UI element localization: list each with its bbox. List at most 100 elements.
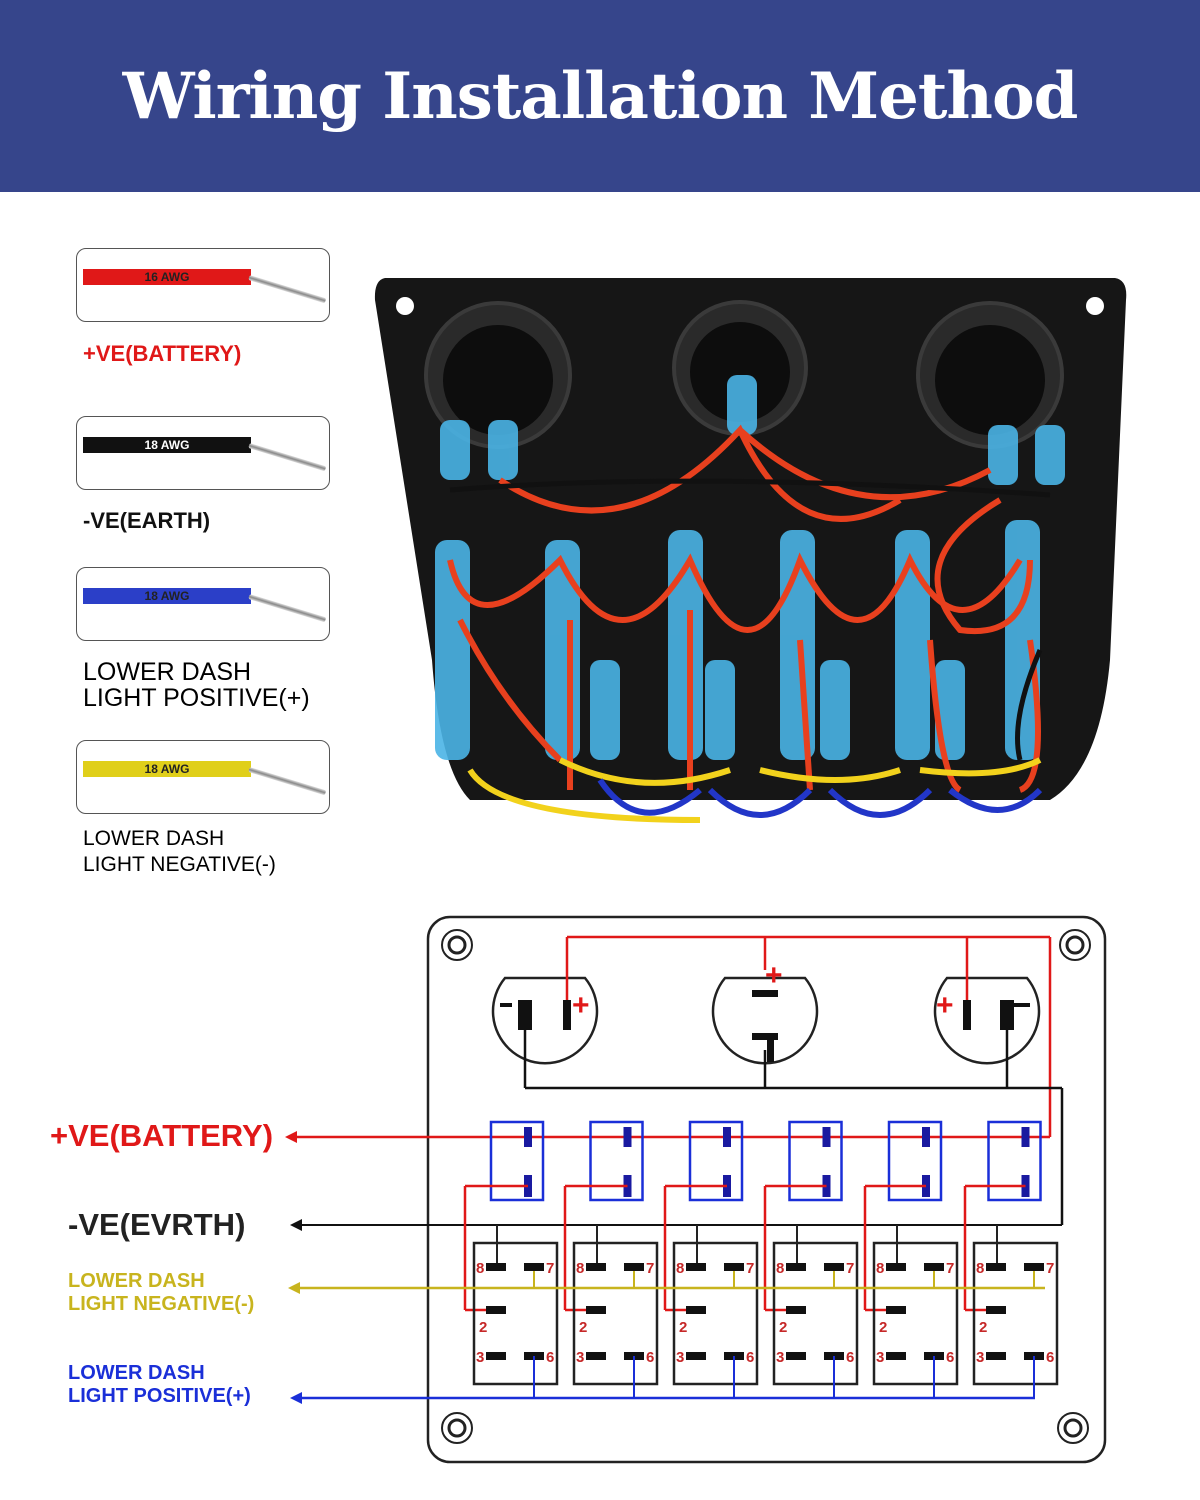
pin-label: 7 (946, 1260, 954, 1277)
fuse-terminal (723, 1127, 731, 1147)
pin-label: 2 (579, 1319, 587, 1336)
pin-label: 2 (779, 1319, 787, 1336)
pin-label: 2 (679, 1319, 687, 1336)
switch-pin (724, 1263, 744, 1271)
legend-label-earth: -VE(EARTH) (83, 508, 211, 533)
fuse-holder (788, 1120, 843, 1202)
fuse-terminal (1021, 1127, 1030, 1147)
pin-label: 8 (476, 1260, 484, 1277)
pin-label: 6 (846, 1349, 854, 1366)
pin-label: 3 (676, 1349, 684, 1366)
pin-label: 3 (776, 1349, 784, 1366)
plus-icon: + (936, 989, 954, 1022)
pin-label: 7 (646, 1260, 654, 1277)
socket-terminal (563, 1000, 571, 1030)
wire-gauge: 16 AWG (83, 269, 251, 285)
mount-hole-icon (1057, 1412, 1089, 1444)
mount-hole-icon (441, 929, 473, 961)
switch-pin (486, 1306, 506, 1314)
battery-label: +VE(BATTERY) (50, 1118, 274, 1153)
switch-pin (824, 1263, 844, 1271)
arrow-icon (290, 1219, 302, 1231)
switch-pin (886, 1352, 906, 1360)
wire-sample-black: 18 AWG (76, 416, 330, 490)
fuse-terminal (623, 1127, 632, 1147)
pin-label: 3 (576, 1349, 584, 1366)
wire-gauge: 18 AWG (83, 437, 251, 453)
label-line: LOWER DASH (68, 1270, 205, 1292)
panel-outline (426, 915, 1107, 1464)
switch-pin (586, 1352, 606, 1360)
page-title: Wiring Installation Method (122, 58, 1079, 134)
pin-label: 3 (976, 1349, 984, 1366)
wire-sample-yellow: 18 AWG (76, 740, 330, 814)
rocker-switch (472, 1241, 559, 1386)
switch-pin (1024, 1263, 1044, 1271)
pin-label: 3 (476, 1349, 484, 1366)
switch-pin (886, 1306, 906, 1314)
switch-pin (586, 1306, 606, 1314)
pin-label: 7 (546, 1260, 554, 1277)
socket-outline (711, 976, 819, 1065)
mount-hole-icon (447, 935, 467, 955)
pin-label: 6 (546, 1349, 554, 1366)
pin-label: 6 (646, 1349, 654, 1366)
switch-pin (686, 1352, 706, 1360)
pin-label: 2 (879, 1319, 887, 1336)
pin-label: 7 (1046, 1260, 1054, 1277)
pin-label: 8 (776, 1260, 784, 1277)
switch-pin (886, 1263, 906, 1271)
switch-pin (586, 1263, 606, 1271)
label-line: LIGHT POSITIVE(+) (83, 684, 310, 712)
rocker-switch (972, 1241, 1059, 1386)
switch-pin (686, 1263, 706, 1271)
rocker-switch (872, 1241, 959, 1386)
wire-sample-blue: 18 AWG (76, 567, 330, 641)
switch-pin (986, 1306, 1006, 1314)
switch-pin (986, 1352, 1006, 1360)
label-line: LOWER DASH (83, 658, 252, 686)
socket-terminal (752, 1033, 778, 1040)
label-line: LOWER DASH (68, 1362, 205, 1384)
wire-gauge: 18 AWG (83, 588, 251, 604)
fuse-terminal (822, 1127, 831, 1147)
pin-label: 3 (876, 1349, 884, 1366)
rocker-switch (772, 1241, 859, 1386)
fuse-holder (589, 1120, 644, 1202)
switch-pin (924, 1263, 944, 1271)
pin-label: 8 (576, 1260, 584, 1277)
plus-icon: + (572, 989, 590, 1022)
arrow-icon (288, 1282, 300, 1294)
wire-sample-red: 16 AWG (76, 248, 330, 322)
switch-pin (786, 1263, 806, 1271)
mount-hole-icon (1065, 935, 1085, 955)
mount-hole-icon (1059, 929, 1091, 961)
plus-icon: + (765, 959, 783, 992)
wire-gauge: 18 AWG (83, 761, 251, 777)
fuse-holder (887, 1120, 943, 1202)
label-line: LIGHT NEGATIVE(-) (83, 853, 276, 876)
rocker-switch (572, 1241, 659, 1386)
socket-terminal (1000, 1000, 1014, 1030)
pin-label: 6 (746, 1349, 754, 1366)
pin-label: 8 (976, 1260, 984, 1277)
fuse-holder (688, 1120, 744, 1202)
pin-label: 7 (846, 1260, 854, 1277)
label-line: LIGHT POSITIVE(+) (68, 1385, 251, 1407)
fuse-holder (489, 1120, 545, 1202)
pin-label: 8 (876, 1260, 884, 1277)
socket-outline (933, 976, 1041, 1065)
label-line: LIGHT NEGATIVE(-) (68, 1293, 255, 1315)
pin-label: 8 (676, 1260, 684, 1277)
switch-pin (524, 1263, 544, 1271)
mount-hole-icon (1063, 1418, 1083, 1438)
fuse-holder (987, 1120, 1042, 1202)
mount-hole-icon (447, 1418, 467, 1438)
title-banner: Wiring Installation Method (0, 0, 1200, 192)
switch-pin (486, 1263, 506, 1271)
pin-label: 2 (979, 1319, 987, 1336)
